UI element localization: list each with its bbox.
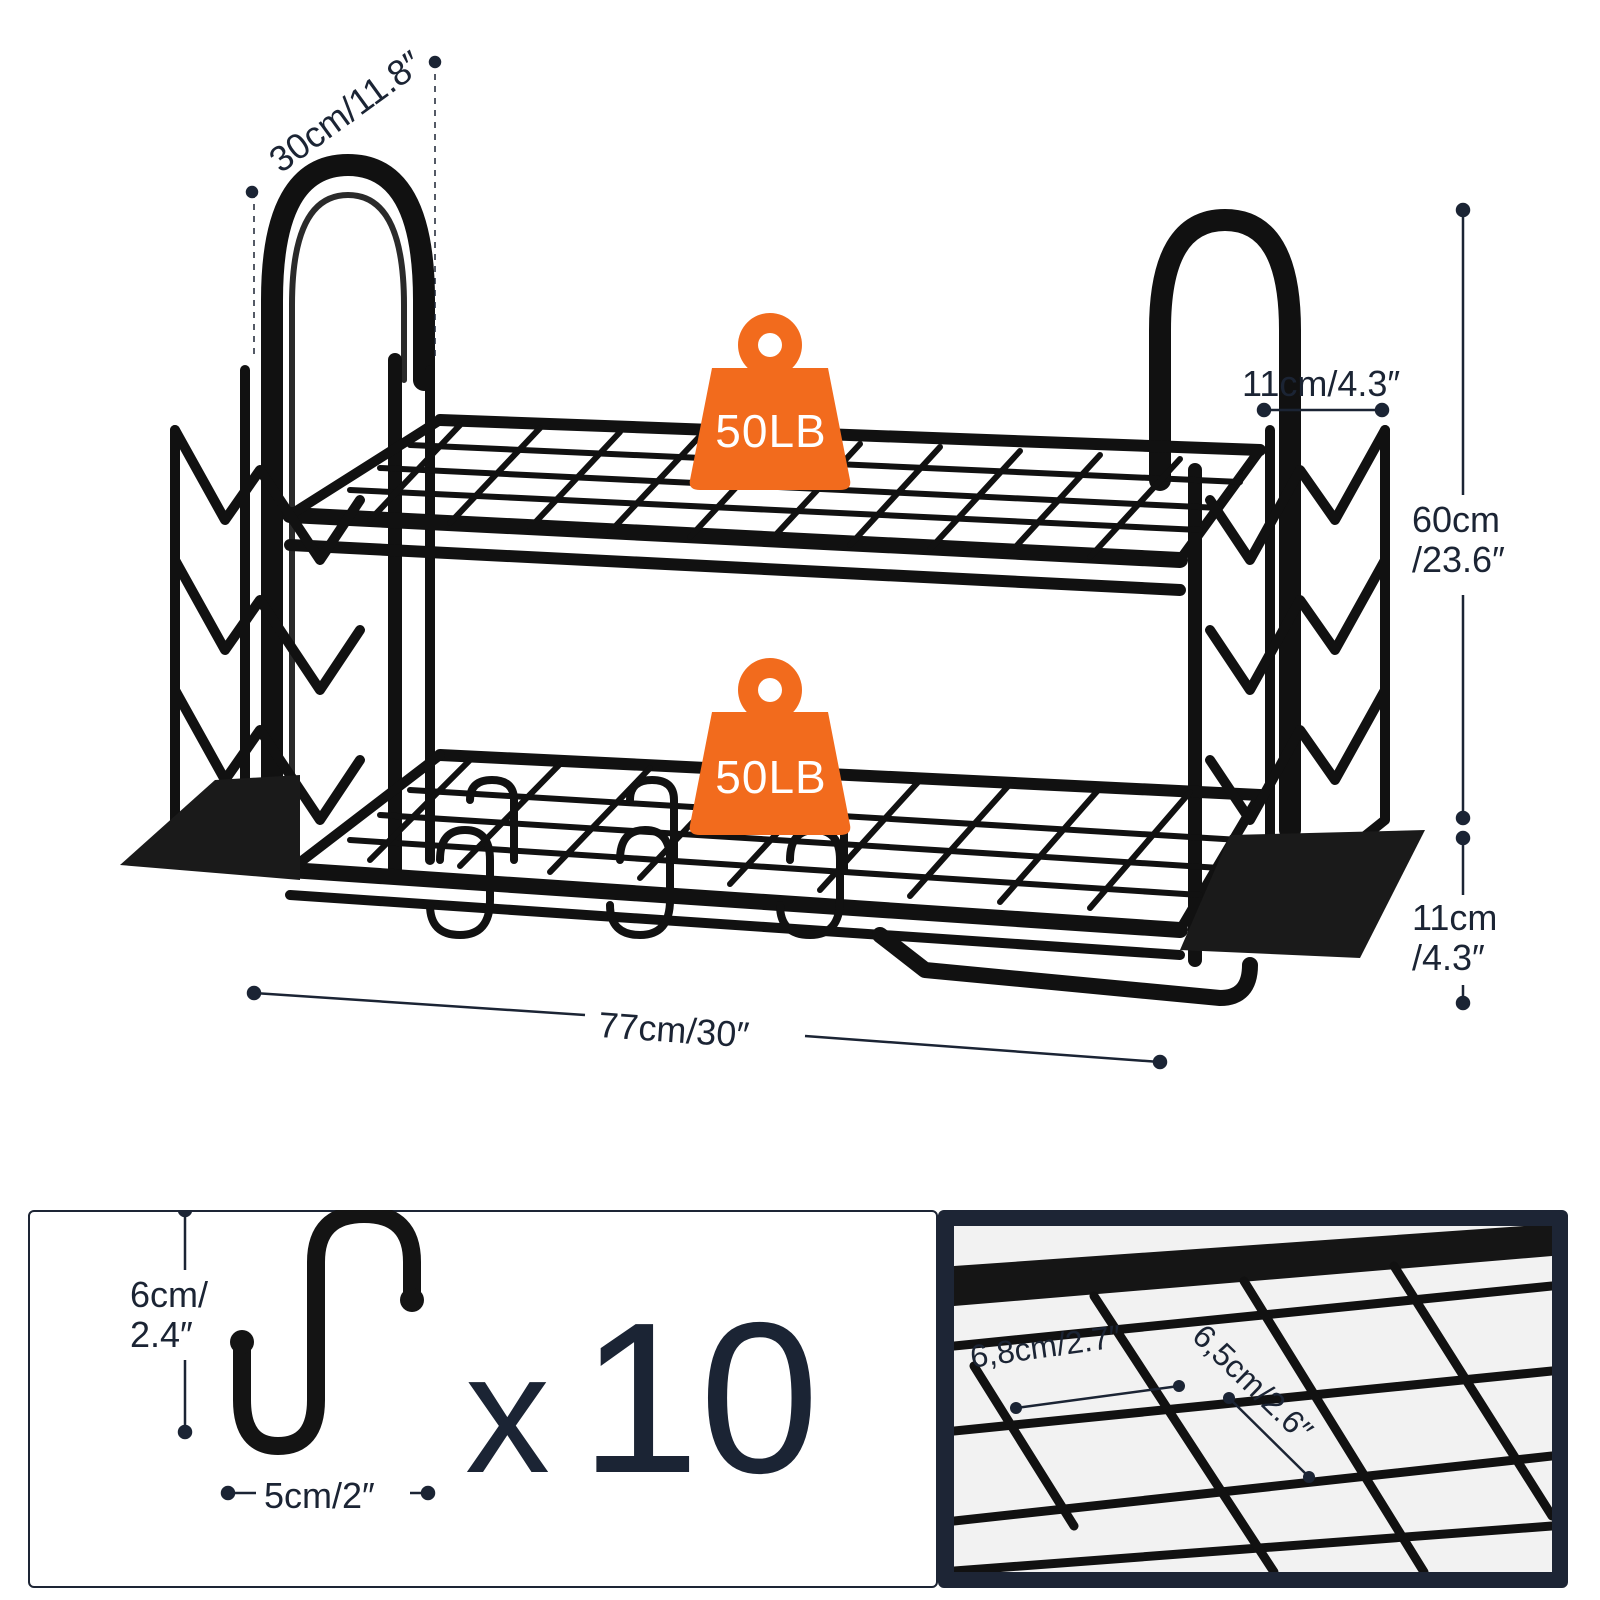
side-width-dimension-label: 11cm/4.3″	[1242, 363, 1401, 404]
hook-height-label-line1: 6cm/	[130, 1274, 209, 1315]
bottom-shelf-capacity: 50LB	[715, 751, 827, 803]
grid-detail-panel	[938, 1210, 1568, 1588]
height-dimension-label-line1: 60cm	[1412, 499, 1501, 540]
quantity-prefix: x	[465, 1319, 550, 1509]
height-dimension-label-line2: /23.6″	[1412, 539, 1505, 580]
rack-illustration	[120, 55, 1471, 1070]
base-dimension-label-line2: /4.3″	[1412, 937, 1485, 978]
quantity-value: 10	[580, 1277, 820, 1518]
hook-detail-panel	[28, 1210, 938, 1588]
grid-closeup-illustration	[954, 1226, 1552, 1572]
weight-badge-bottom-shape	[689, 658, 851, 835]
s-hook-illustration	[177, 1210, 436, 1501]
hook-width-label: 5cm/2″	[264, 1475, 375, 1516]
base-dimension-label-line1: 11cm	[1412, 897, 1498, 938]
hook-height-label-line2: 2.4″	[130, 1314, 193, 1355]
weight-badge-top-shape	[689, 313, 851, 490]
top-shelf-capacity: 50LB	[715, 405, 827, 457]
